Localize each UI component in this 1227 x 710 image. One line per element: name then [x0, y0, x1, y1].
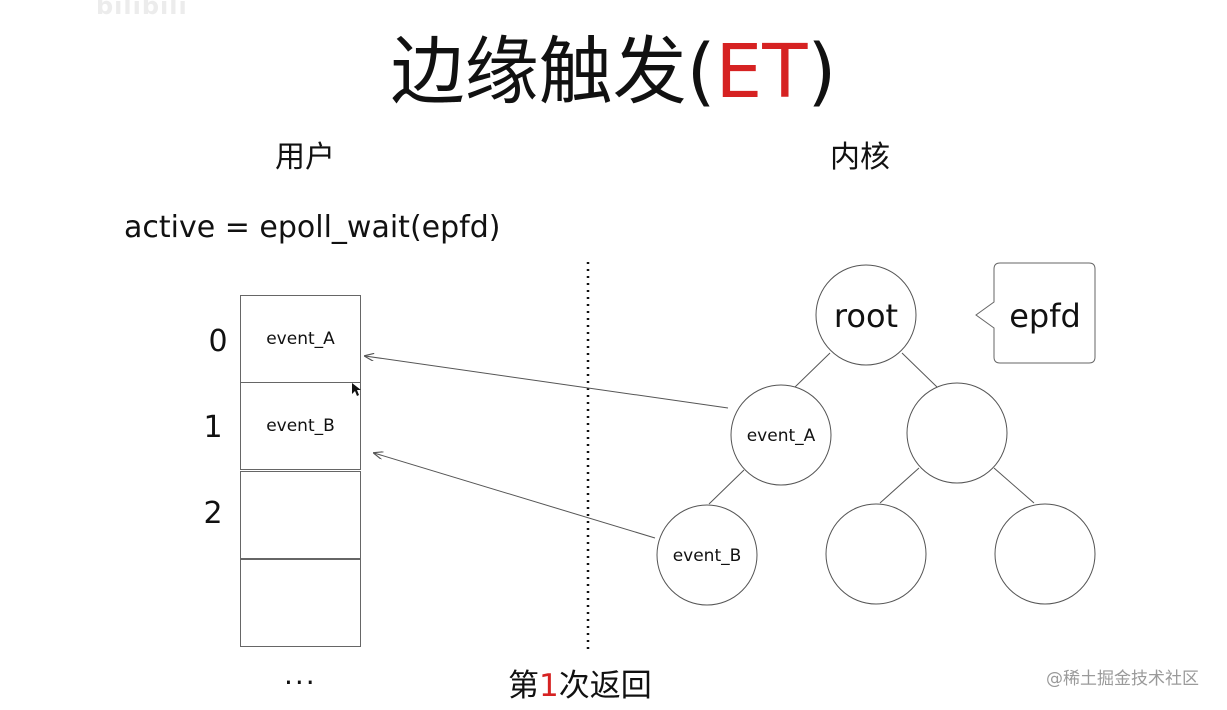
mouse-cursor-icon — [352, 383, 361, 396]
juejin-watermark: @稀土掘金技术社区 — [1046, 669, 1199, 689]
edge-root-right — [901, 352, 938, 388]
footer-post: 次返回 — [558, 668, 652, 704]
bilibili-logo: bilibili — [96, 0, 188, 20]
tree-node-event-b-label: event_B — [673, 546, 742, 566]
epfd-callout-label: epfd — [1009, 297, 1081, 335]
arrow-event-a-to-slot-0 — [365, 356, 729, 409]
kernel-label: 内核 — [830, 140, 890, 175]
tree-node-empty-leaf-2 — [825, 503, 927, 605]
tree-node-root-label: root — [834, 297, 898, 335]
edge-left-leaf1 — [708, 469, 745, 505]
title-main: 边缘触发( — [390, 29, 716, 115]
title-accent: ET — [715, 29, 808, 115]
tree-node-empty-right — [906, 382, 1008, 484]
epfd-callout — [975, 262, 1096, 364]
tree-node-empty-leaf-3 — [994, 503, 1096, 605]
user-label: 用户 — [275, 140, 335, 175]
array-cell-1-text: event_B — [266, 416, 335, 436]
title-close: ) — [807, 29, 837, 115]
array-index-1: 1 — [203, 410, 223, 445]
array-cell-0-text: event_A — [266, 329, 335, 349]
tree-node-event-a — [730, 384, 832, 486]
array-cell-3 — [240, 559, 361, 647]
tree-node-event-a-label: event_A — [747, 426, 816, 446]
arrow-event-b-to-slot-1 — [374, 453, 656, 539]
array-cell-2 — [240, 471, 361, 559]
page-title: 边缘触发(ET) — [0, 22, 1227, 122]
array-cell-1: event_B — [240, 382, 361, 470]
epoll-wait-call: active = epoll_wait(epfd) — [124, 210, 501, 245]
array-index-0: 0 — [208, 324, 228, 359]
tree-node-event-b — [656, 504, 758, 606]
edge-right-leaf3 — [993, 467, 1035, 504]
return-count-caption: 第1次返回 — [508, 666, 652, 706]
footer-pre: 第 — [508, 668, 539, 704]
array-ellipsis: ··· — [284, 666, 317, 699]
array-index-2: 2 — [203, 496, 223, 531]
footer-num: 1 — [539, 668, 559, 704]
edge-right-leaf2 — [879, 467, 920, 504]
tree-node-root — [815, 264, 917, 366]
edge-root-left — [794, 352, 831, 388]
